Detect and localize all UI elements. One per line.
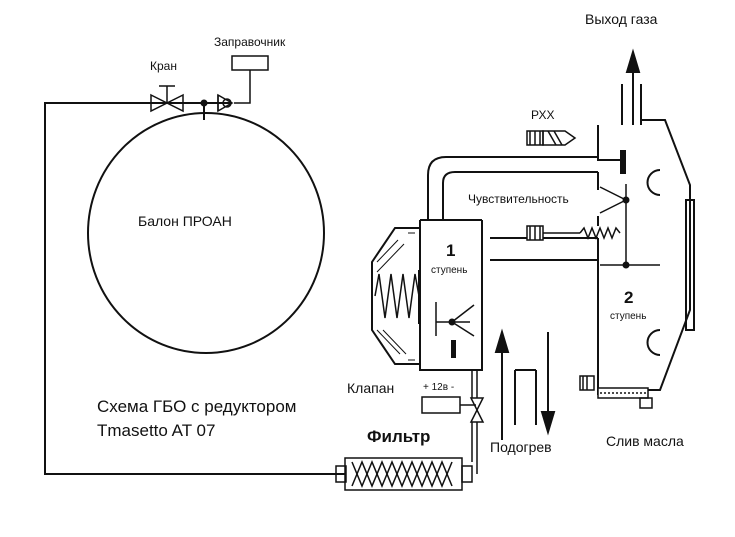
fuel-line	[44, 102, 345, 475]
refuel-label: Заправочник	[214, 35, 286, 49]
gas-outlet-label: Выход газа	[585, 11, 658, 27]
stage1-spring-icon	[374, 273, 420, 319]
reducer-body	[371, 119, 695, 395]
stage1-word: ступень	[431, 265, 467, 276]
stage2-lever	[599, 184, 660, 266]
tap-valve-icon	[150, 85, 184, 113]
stage2-joint	[622, 261, 630, 269]
tank-label: Балон ПРОАН	[138, 213, 232, 229]
sensitivity-screw-icon	[526, 225, 621, 241]
stage1-lever	[435, 302, 475, 337]
sensitivity-label: Чувствительность	[468, 192, 569, 206]
stage1-number: 1	[446, 241, 455, 260]
voltage-label: + 12в -	[423, 382, 454, 393]
solenoid-label: Клапан	[347, 380, 394, 396]
scheme-title-line1: Схема ГБО с редуктором	[97, 397, 296, 416]
stage1-diaphragm	[376, 232, 415, 361]
heating-label: Подогрев	[490, 439, 552, 455]
oil-drain-label: Слив масла	[606, 433, 684, 449]
stage2-word: ступень	[610, 311, 646, 322]
stage1-pivot	[448, 318, 456, 326]
idle-screw-icon	[526, 130, 577, 146]
filter-label: Фильтр	[367, 427, 430, 446]
filter-icon	[335, 457, 473, 491]
scheme-title-line2: Tmasetto AT 07	[97, 421, 215, 440]
tap-valve-label: Кран	[150, 59, 177, 73]
gas-outlet-arrow	[621, 48, 642, 125]
heating-arrows	[494, 328, 556, 440]
oil-drain	[579, 375, 653, 409]
check-valve-icon	[217, 55, 269, 113]
stage1-seat	[451, 340, 456, 358]
idle-screw-label: РХХ	[531, 108, 554, 122]
solenoid-valve-icon	[421, 370, 485, 474]
stage2-number: 2	[624, 288, 633, 307]
junction-dot	[200, 99, 208, 107]
gas-tank	[87, 112, 325, 354]
stage2-seat	[620, 150, 626, 174]
stage2-pivot	[622, 196, 630, 204]
